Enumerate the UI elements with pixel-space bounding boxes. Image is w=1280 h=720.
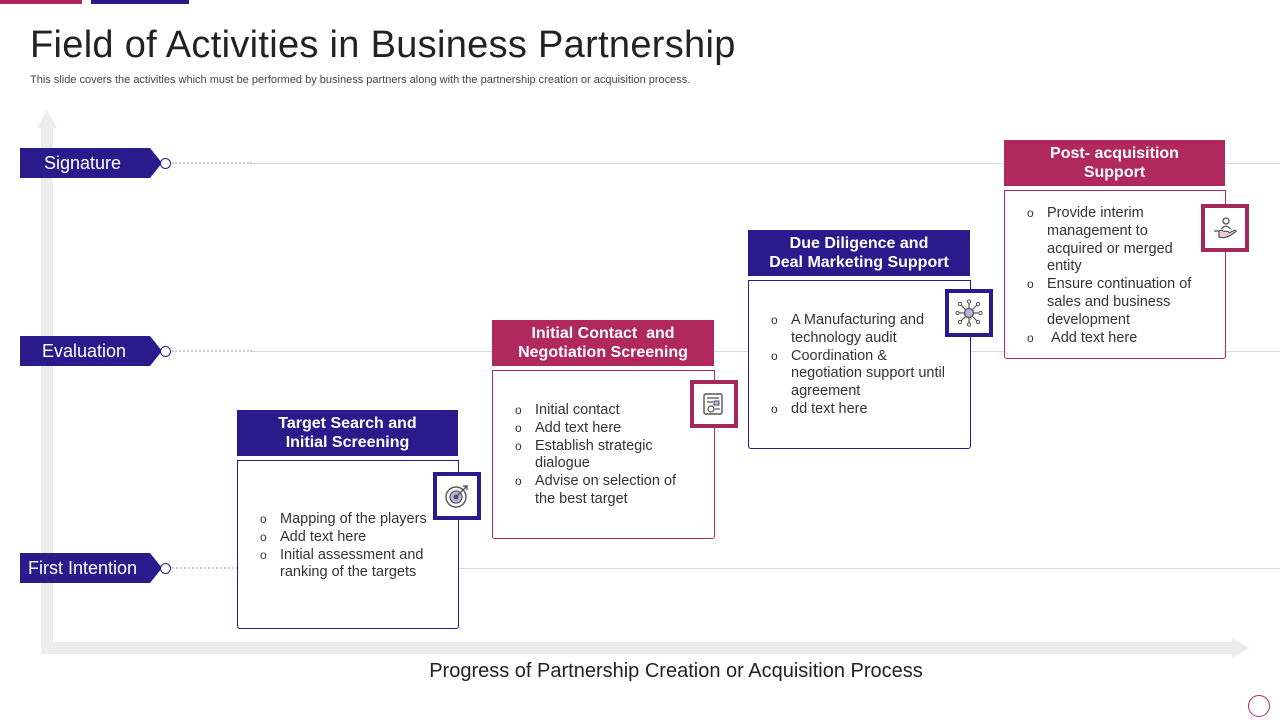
stage-heading-line: Target Search and bbox=[278, 415, 417, 432]
list-item: Initial assessment and ranking of the ta… bbox=[258, 547, 453, 583]
y-axis-arrow bbox=[41, 126, 53, 654]
stage-heading-line: Post- acquisition bbox=[1050, 145, 1179, 162]
hand-user-icon bbox=[1214, 217, 1237, 239]
list-item: Ensure continuation of sales and busines… bbox=[1025, 276, 1200, 329]
contract-document-icon bbox=[703, 393, 723, 415]
stage-heading-line: Initial Screening bbox=[285, 434, 410, 451]
hand-user-icon-frame bbox=[1201, 204, 1249, 252]
level-tag-first-intention: First Intention bbox=[20, 553, 162, 583]
list-item: dd text here bbox=[769, 401, 954, 419]
stage-heading-line: Initial Contact and bbox=[531, 325, 675, 342]
stage-heading-initial-contact: Initial Contact and Negotiation Screenin… bbox=[492, 320, 714, 366]
list-item: Mapping of the players bbox=[258, 511, 453, 529]
decorative-circle bbox=[1248, 695, 1270, 717]
stage-item-list: Mapping of the players Add text here Ini… bbox=[258, 511, 453, 582]
stage-heading-line: Deal Marketing Support bbox=[769, 254, 949, 271]
accent-bar-navy bbox=[91, 0, 189, 4]
list-item: Coordination & negotiation support until… bbox=[769, 348, 954, 401]
target-icon bbox=[445, 485, 468, 508]
network-hub-icon-frame bbox=[945, 289, 993, 337]
accent-bar-plum bbox=[0, 0, 82, 4]
list-item: A Manufacturing and technology audit bbox=[769, 312, 954, 348]
x-axis-label: Progress of Partnership Creation or Acqu… bbox=[429, 660, 923, 682]
stage-heading-due-diligence: Due Diligence and Deal Marketing Support bbox=[748, 230, 970, 276]
level-line-first-intention bbox=[250, 568, 1280, 569]
list-item: Provide interim management to acquired o… bbox=[1025, 205, 1200, 276]
stage-item-list: A Manufacturing and technology audit Coo… bbox=[769, 312, 954, 419]
stage-heading-line: Negotiation Screening bbox=[518, 344, 688, 361]
list-item: Add text here bbox=[513, 420, 693, 438]
level-label: Evaluation bbox=[42, 341, 127, 361]
level-connector-evaluation bbox=[172, 350, 252, 352]
stage-item-list: Provide interim management to acquired o… bbox=[1025, 205, 1200, 347]
list-item: Advise on selection of the best target bbox=[513, 473, 693, 509]
level-connector-first-intention bbox=[172, 567, 238, 569]
level-label: First Intention bbox=[28, 558, 138, 578]
stage-heading-post-acquisition: Post- acquisition Support bbox=[1004, 140, 1225, 186]
list-item: Add text here bbox=[258, 529, 453, 547]
level-line-signature bbox=[250, 163, 1280, 164]
stage-heading-line: Support bbox=[1083, 164, 1146, 181]
page-subtitle: This slide covers the activities which m… bbox=[30, 74, 691, 86]
level-tag-evaluation: Evaluation bbox=[20, 336, 162, 366]
stage-card-target-search: Mapping of the players Add text here Ini… bbox=[237, 460, 459, 629]
stage-heading-target-search: Target Search and Initial Screening bbox=[237, 410, 458, 456]
level-connector-signature bbox=[172, 162, 252, 164]
level-dot bbox=[160, 563, 171, 574]
x-axis-arrowhead bbox=[1232, 638, 1250, 658]
list-item: Establish strategic dialogue bbox=[513, 438, 693, 474]
stage-card-due-diligence: A Manufacturing and technology audit Coo… bbox=[748, 280, 971, 449]
stage-card-post-acquisition: Provide interim management to acquired o… bbox=[1004, 190, 1226, 359]
level-label: Signature bbox=[44, 153, 122, 173]
y-axis-arrowhead bbox=[37, 110, 57, 128]
list-item: Initial contact bbox=[513, 402, 693, 420]
x-axis-arrow bbox=[41, 642, 1233, 654]
page-title: Field of Activities in Business Partners… bbox=[30, 24, 736, 66]
level-tag-signature: Signature bbox=[20, 148, 162, 178]
contract-document-icon-frame bbox=[690, 380, 738, 428]
list-item: Add text here bbox=[1025, 330, 1200, 348]
stage-heading-line: Due Diligence and bbox=[789, 235, 929, 252]
level-dot bbox=[160, 158, 171, 169]
network-hub-icon bbox=[955, 299, 983, 327]
target-icon-frame bbox=[433, 472, 481, 520]
level-dot bbox=[160, 346, 171, 357]
stage-card-initial-contact: Initial contact Add text here Establish … bbox=[492, 370, 715, 539]
stage-item-list: Initial contact Add text here Establish … bbox=[513, 402, 693, 509]
